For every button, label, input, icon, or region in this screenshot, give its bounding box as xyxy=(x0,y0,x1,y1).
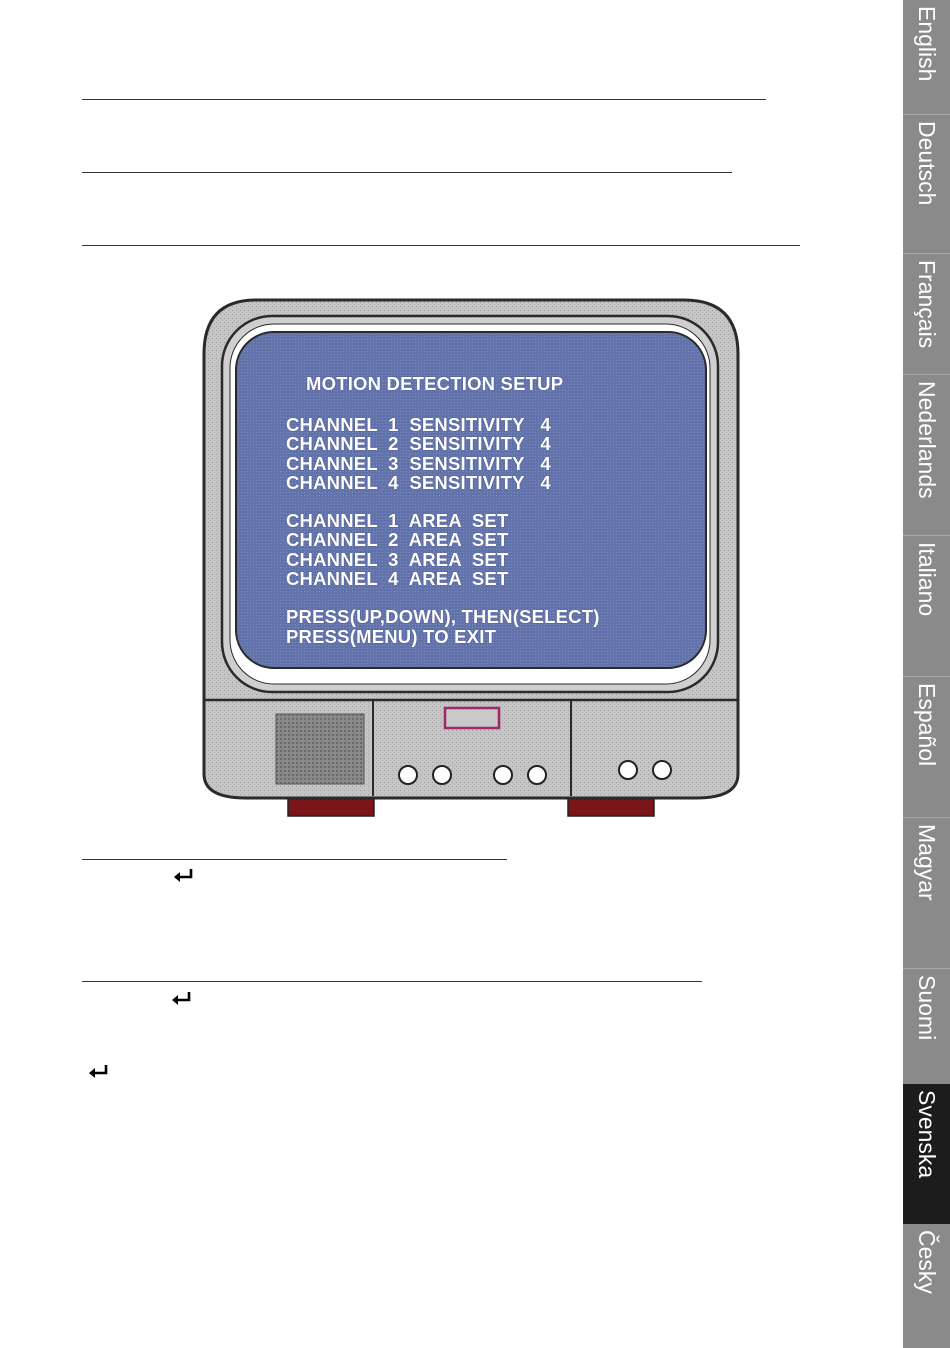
heading-rule-3 xyxy=(82,245,800,246)
front-button-1 xyxy=(398,765,418,785)
osd-screen xyxy=(235,331,707,669)
osd-area-row: CHANNEL 1 AREA SET xyxy=(286,510,509,532)
section-rule-2 xyxy=(82,981,702,982)
tab-label: Español xyxy=(914,683,940,767)
language-tabs: English Deutsch Français Nederlands Ital… xyxy=(903,0,950,1348)
osd-sensitivity-row: CHANNEL 1 SENSITIVITY 4 xyxy=(286,414,551,435)
heading-rule-1 xyxy=(82,99,766,100)
tab-francais[interactable]: Français xyxy=(903,254,950,374)
speaker-grill xyxy=(275,713,365,785)
tab-magyar[interactable]: Magyar xyxy=(903,818,950,968)
tab-svenska[interactable]: Svenska xyxy=(903,1084,950,1224)
osd-sensitivity-row: CHANNEL 2 SENSITIVITY 4 xyxy=(286,433,551,455)
osd-area-row: CHANNEL 4 AREA SET xyxy=(286,568,509,590)
osd-title: MOTION DETECTION SETUP xyxy=(306,373,564,394)
tab-nederlands[interactable]: Nederlands xyxy=(903,375,950,535)
monitor-illustration xyxy=(202,298,740,817)
osd-sensitivity-row: CHANNEL 4 SENSITIVITY 4 xyxy=(286,471,551,493)
front-button-4 xyxy=(527,765,547,785)
tab-suomi[interactable]: Suomi xyxy=(903,969,950,1084)
tab-label: Česky xyxy=(914,1230,940,1294)
enter-key-icon xyxy=(172,992,191,1005)
tab-label: Suomi xyxy=(914,975,940,1041)
tab-label: Français xyxy=(914,260,940,349)
tab-label: Nederlands xyxy=(914,381,940,499)
tab-cesky[interactable]: Česky xyxy=(903,1224,950,1348)
osd-menu: MOTION DETECTION SETUP CHANNEL 1 SENSITI… xyxy=(286,374,686,646)
front-button-6 xyxy=(652,760,672,780)
osd-instruction: PRESS(MENU) TO EXIT xyxy=(286,625,497,647)
tab-english[interactable]: English xyxy=(903,0,950,114)
heading-rule-2 xyxy=(82,172,732,173)
tab-espanol[interactable]: Español xyxy=(903,677,950,817)
front-button-5 xyxy=(618,760,638,780)
front-button-3 xyxy=(493,765,513,785)
tab-label: Deutsch xyxy=(914,121,940,206)
osd-area-row: CHANNEL 2 AREA SET xyxy=(286,529,509,551)
front-button-2 xyxy=(432,765,452,785)
osd-sensitivity-row: CHANNEL 3 SENSITIVITY 4 xyxy=(286,452,551,474)
osd-instruction: PRESS(UP,DOWN), THEN(SELECT) xyxy=(286,606,600,628)
tab-label: English xyxy=(914,6,940,82)
power-led xyxy=(443,706,501,730)
tab-label: Italiano xyxy=(914,542,940,617)
section-rule-1 xyxy=(82,859,507,860)
enter-key-icon xyxy=(89,1065,108,1078)
tab-label: Magyar xyxy=(914,824,940,901)
tab-italiano[interactable]: Italiano xyxy=(903,536,950,676)
tab-deutsch[interactable]: Deutsch xyxy=(903,115,950,253)
tab-label: Svenska xyxy=(914,1090,940,1179)
enter-key-icon xyxy=(174,869,193,882)
osd-area-row: CHANNEL 3 AREA SET xyxy=(286,548,509,570)
